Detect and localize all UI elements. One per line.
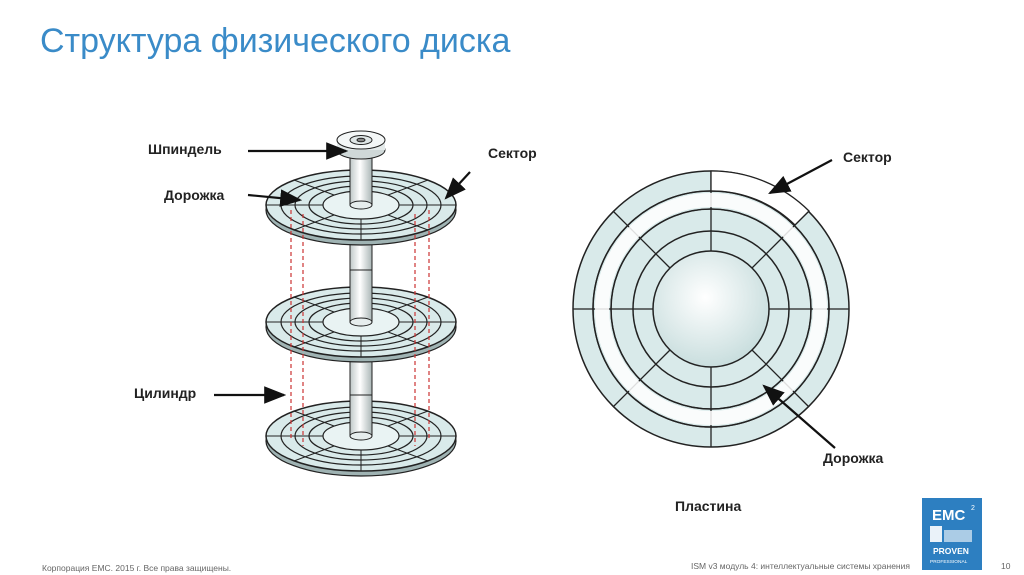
logo-tag1: PROVEN (933, 546, 969, 556)
label-cylinder: Цилиндр (134, 385, 197, 401)
logo-brand: EMC (932, 507, 966, 524)
left-arrows (214, 142, 471, 404)
label-sector-right: Сектор (843, 149, 892, 165)
label-sector-left: Сектор (488, 145, 537, 161)
logo-superscript: 2 (971, 505, 975, 512)
footer-page-number: 10 (1001, 561, 1011, 571)
arrow-track-left (247, 189, 303, 207)
platter-stack (265, 130, 457, 477)
arrow-sector-right (768, 159, 833, 195)
highlighted-track (595, 193, 827, 425)
platter-top (265, 149, 457, 246)
emc-proven-logo: EMC 2 PROVEN PROFESSIONAL (922, 498, 982, 570)
platter-top-view (572, 170, 850, 448)
arrow-track-right (762, 384, 836, 449)
platter-middle (265, 269, 457, 363)
right-arrows (762, 159, 836, 449)
logo-tag2: PROFESSIONAL (930, 559, 968, 565)
slide-title: Структура физического диска (40, 22, 511, 60)
label-spindle: Шпиндель (148, 141, 222, 157)
footer-course: ISM v3 модуль 4: интеллектуальные систем… (691, 561, 910, 571)
cylinder-lines (290, 210, 430, 446)
platter-bottom (265, 394, 457, 477)
arrow-sector-left (444, 171, 471, 200)
footer-copyright: Корпорация EMC. 2015 г. Все права защище… (42, 563, 232, 573)
spindle-cap (336, 130, 386, 160)
label-track-left: Дорожка (164, 187, 225, 203)
label-platter: Пластина (675, 498, 742, 514)
label-track-right: Дорожка (823, 450, 884, 466)
